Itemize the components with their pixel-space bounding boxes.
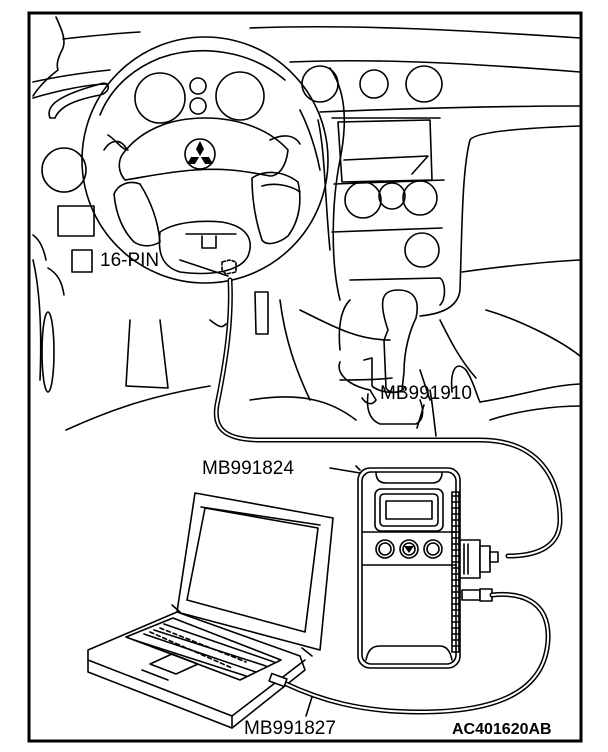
label-mb991824: MB991824 [202, 458, 294, 479]
steering-wheel [81, 36, 329, 284]
label-mb991827: MB991827 [244, 718, 336, 739]
vci-device [329, 465, 499, 669]
down-arrow-button [399, 539, 419, 559]
esc-button [375, 539, 395, 559]
dashboard-interior [32, 16, 581, 437]
laptop [87, 492, 334, 729]
laptop-keyboard [125, 617, 282, 681]
enter-button [423, 539, 443, 559]
figure-frame [27, 11, 583, 743]
data-link-connector [179, 259, 237, 277]
figure-code: AC401620AB [452, 721, 552, 738]
mitsubishi-logo-icon [184, 138, 216, 170]
vci-side-ribs [451, 491, 460, 653]
cable-mb991910 [213, 277, 563, 559]
label-16-pin: 16-PIN [100, 250, 159, 271]
label-mb991910: MB991910 [380, 383, 472, 404]
cable-mb991827 [268, 591, 551, 717]
